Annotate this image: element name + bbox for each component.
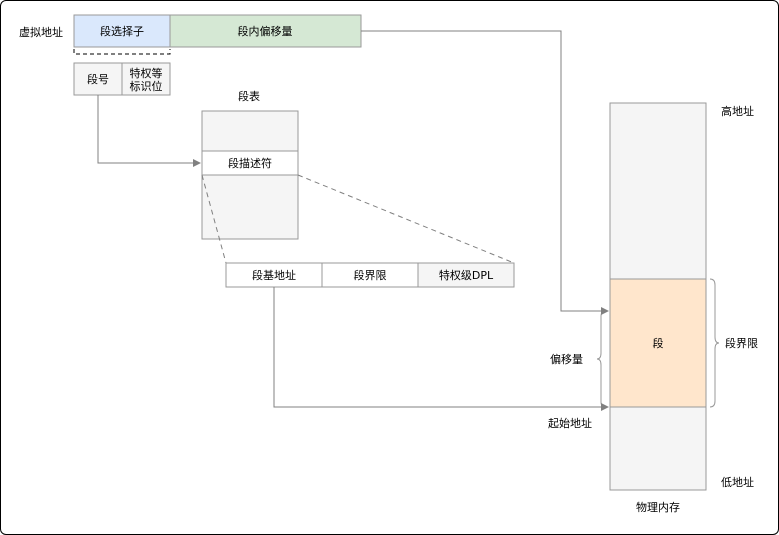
segment-descriptor-label: 段描述符 [228, 156, 272, 170]
offset-brace [596, 310, 607, 408]
segment-offset-label: 段内偏移量 [238, 24, 293, 38]
privilege-flag-line2: 标识位 [130, 79, 163, 93]
expand-line-left [201, 174, 227, 264]
low-address-label: 低地址 [721, 475, 754, 489]
segment-offset-box [169, 14, 362, 48]
privilege-flag-line1: 特权等 [130, 66, 163, 80]
segment-selector-label: 段选择子 [100, 24, 144, 38]
limit-label: 段界限 [354, 268, 387, 282]
base-address-arrow [273, 287, 609, 411]
start-address-label: 起始地址 [548, 416, 592, 430]
segment-number-arrow [97, 95, 201, 167]
segment-table-title: 段表 [238, 89, 260, 103]
offset-label: 偏移量 [550, 352, 583, 366]
segment-selector-box [73, 14, 171, 48]
segment-descriptor-row [201, 150, 299, 176]
physical-memory-caption: 物理内存 [636, 500, 680, 514]
high-address-label: 高地址 [721, 104, 754, 118]
privilege-level-field [417, 262, 515, 288]
segment-limit-label: 段界限 [725, 336, 758, 350]
base-address-label: 段基地址 [252, 268, 296, 282]
segment-limit-brace [709, 278, 720, 408]
offset-arrow [361, 30, 609, 315]
privilege-flag-box [121, 62, 171, 96]
expand-line-right [297, 174, 515, 264]
selector-bracket [73, 49, 171, 55]
privilege-level-label: 特权级DPL [439, 268, 494, 282]
virtual-address-label: 虚拟地址 [19, 25, 63, 39]
segment-number-label: 段号 [87, 72, 109, 86]
limit-field [321, 262, 419, 288]
memory-segment [609, 278, 707, 408]
memory-segment-label: 段 [653, 336, 664, 350]
